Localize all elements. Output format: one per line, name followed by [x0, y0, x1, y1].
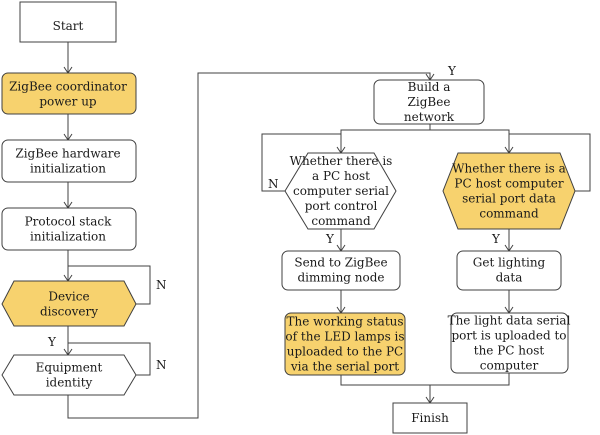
- edge-label-to-network-yes: Y: [447, 64, 457, 78]
- label-line: Whether there is: [290, 154, 393, 168]
- label-line: The working status: [286, 315, 403, 329]
- label-line: Whether there is a: [452, 162, 566, 176]
- label-line: a PC host: [312, 169, 370, 183]
- label-line: data: [496, 271, 523, 285]
- label-line: ZigBee: [408, 95, 451, 109]
- label-line: via the serial port: [290, 360, 399, 374]
- label-line: serial port data: [462, 192, 556, 206]
- label-line: network: [404, 110, 455, 124]
- edge-identity-to-network: [67, 72, 431, 419]
- edge-discovery-no-loop: [68, 265, 151, 305]
- label-line: power up: [39, 95, 97, 109]
- node-discovery: [1, 280, 137, 327]
- label-line: Equipment: [36, 361, 103, 375]
- label-line: identity: [46, 376, 93, 390]
- label-start: Start: [53, 19, 84, 33]
- label-line: initialization: [30, 230, 106, 244]
- label-line: discovery: [40, 305, 98, 319]
- label-line: the PC host: [474, 344, 545, 358]
- label-line: Build a: [408, 80, 451, 94]
- node-control-cmd: [284, 152, 397, 230]
- edge-label-control-yes: Y: [325, 232, 335, 246]
- node-start: [19, 1, 117, 43]
- label-line: Device: [48, 290, 89, 304]
- node-dimming: [281, 250, 401, 291]
- node-finish: [392, 402, 468, 434]
- edge-identity-no-loop: [68, 342, 151, 376]
- label-line: The light data serial: [448, 314, 571, 328]
- edge-label-control-no: N: [268, 177, 279, 191]
- node-lighting: [456, 250, 562, 291]
- node-hardware: [1, 139, 137, 183]
- edge-data-loop: [509, 133, 591, 192]
- label-line: Protocol stack: [25, 215, 113, 229]
- label-finish: Finish: [411, 411, 449, 425]
- label-line: port control: [305, 199, 378, 213]
- label-line: Send to ZigBee: [294, 256, 387, 270]
- label-line: ZigBee hardware: [15, 147, 120, 161]
- edge-labels: N Y N Y N Y Y: [47, 64, 501, 372]
- node-coordinator: [1, 72, 137, 115]
- label-line: initialization: [30, 162, 106, 176]
- label-line: ZigBee coordinator: [9, 80, 127, 94]
- edge-merge-to-finish: [340, 373, 510, 403]
- connectors: [63, 42, 591, 419]
- label-line: uploaded to the PC: [287, 345, 404, 359]
- node-led-status: [284, 312, 406, 376]
- edge-label-discovery-yes: Y: [47, 335, 57, 349]
- label-line: command: [311, 214, 371, 228]
- node-identity: [1, 354, 137, 396]
- label-line: computer: [480, 359, 539, 373]
- label-line: port is uploaded to: [451, 329, 566, 343]
- label-line: computer serial: [293, 184, 389, 198]
- node-protocol: [1, 207, 137, 251]
- label-line: command: [479, 207, 539, 221]
- label-line: Start: [53, 19, 84, 33]
- edge-label-identity-no: N: [156, 358, 167, 372]
- edge-label-discovery-no: N: [156, 278, 167, 292]
- edge-control-no-loop: [261, 133, 341, 192]
- edge-label-data-yes: Y: [491, 232, 501, 246]
- label-line: dimming node: [297, 271, 384, 285]
- nodes: [1, 1, 576, 434]
- node-light-upload: [450, 312, 569, 374]
- label-line: Finish: [411, 411, 449, 425]
- label-line: PC host computer: [454, 177, 563, 191]
- node-network: [373, 79, 485, 125]
- label-line: Get lighting: [473, 256, 546, 270]
- edge-network-split: [340, 124, 431, 153]
- label-line: of the LED lamps is: [285, 330, 404, 344]
- node-data-cmd: [442, 152, 576, 230]
